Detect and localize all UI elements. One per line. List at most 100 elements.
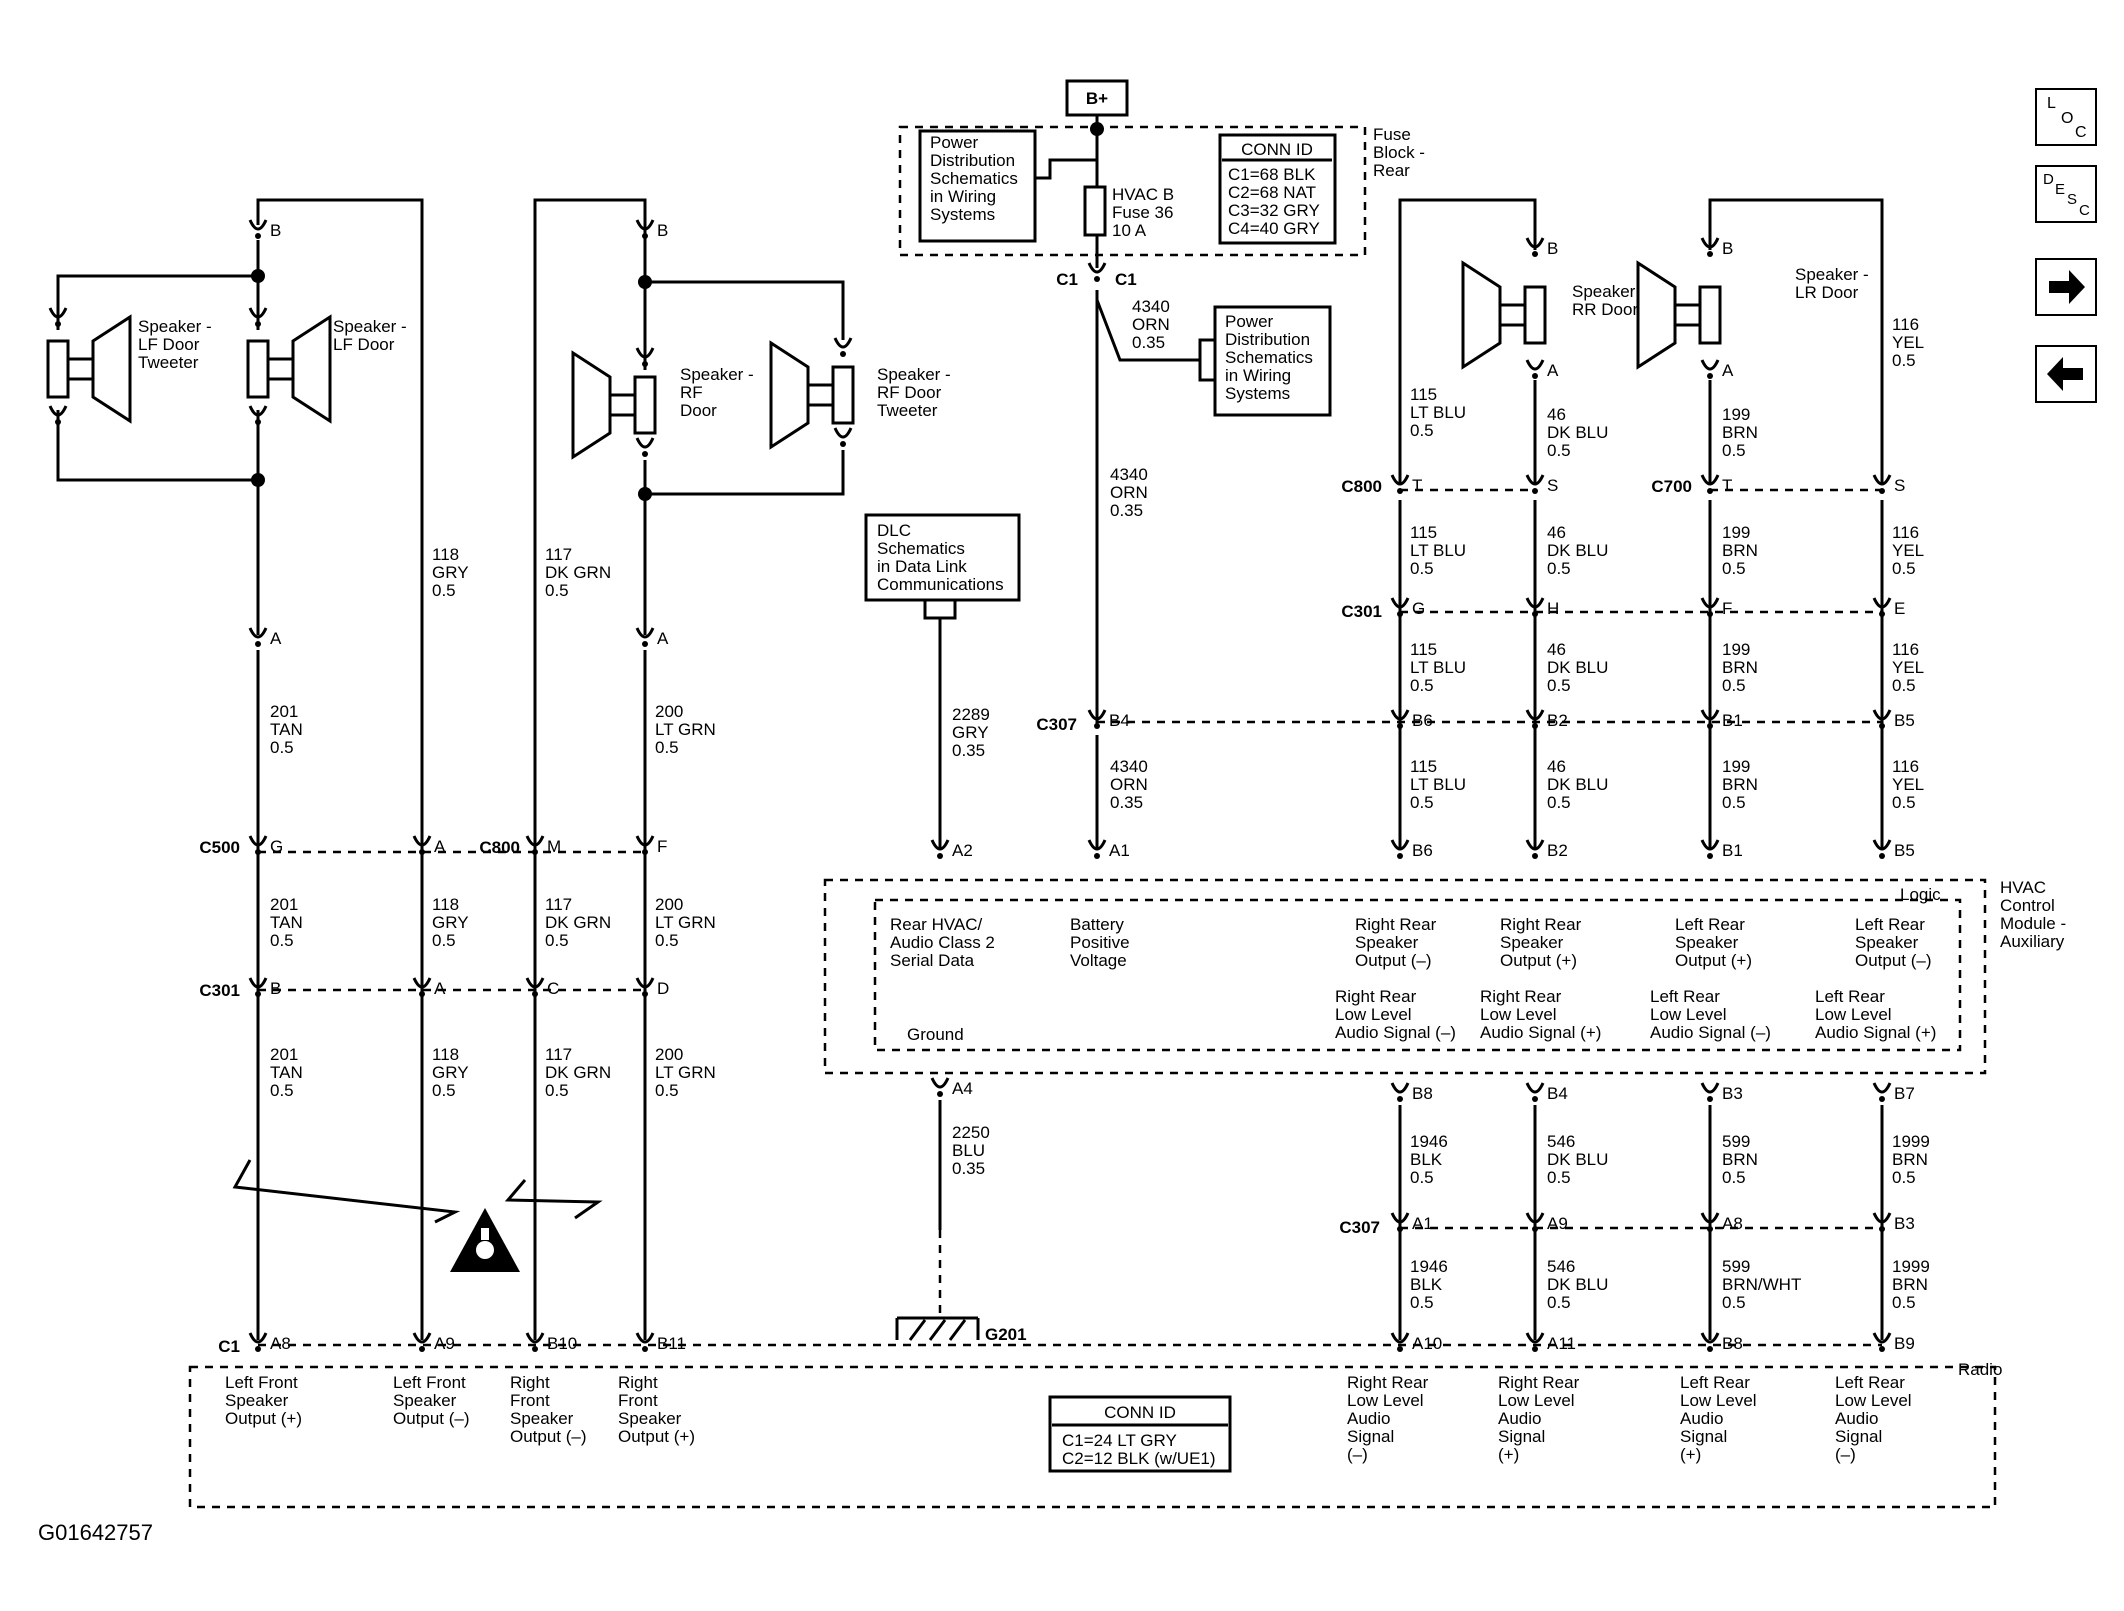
connector-terminal: [1525, 359, 1545, 371]
arrow-right-icon: [2049, 270, 2085, 304]
lf-tweeter-cone: [91, 314, 132, 424]
wire-label: 0.5: [1410, 793, 1434, 812]
wire-label: 0.5: [1722, 441, 1746, 460]
connector-pin: [1532, 1346, 1538, 1352]
speaker-label: Tweeter: [877, 401, 938, 420]
radio-pin-label: Output (+): [225, 1409, 302, 1428]
wire-label: 2250: [952, 1123, 990, 1142]
wire-label: 0.5: [1722, 676, 1746, 695]
connector-pin: [255, 641, 261, 647]
radio-pin-label: Signal: [1680, 1427, 1727, 1446]
break-mark-right: [504, 1179, 603, 1220]
connector-pin: [55, 321, 61, 327]
connector-terminal: [635, 835, 655, 847]
lf-door-speaker-magnet: [246, 339, 270, 399]
connector-pin: [1094, 276, 1100, 282]
connector-pin: [1532, 251, 1538, 257]
connector-terminal: [635, 219, 655, 231]
wire-label: DK GRN: [545, 913, 611, 932]
connector-pin: [1879, 723, 1885, 729]
pin-label: A: [270, 629, 282, 648]
pin-label: A: [1547, 361, 1559, 380]
warning-icon: [450, 1208, 520, 1272]
w115-top-wire: [1398, 198, 1537, 485]
radio-pin-label: Front: [510, 1391, 550, 1410]
wire-label: 116: [1892, 757, 1919, 776]
wire-label: 0.5: [432, 931, 456, 950]
connector-terminal: [1525, 1212, 1545, 1224]
connector-label: C1: [1056, 270, 1078, 289]
wire-label: LT GRN: [655, 1063, 716, 1082]
connector-pin: [642, 991, 648, 997]
connector-terminal: [412, 835, 432, 847]
hvac-logic-box: [873, 898, 1962, 1052]
connector-terminal: [1087, 839, 1107, 851]
wire-label: TAN: [270, 913, 303, 932]
fuse-ref-box: [918, 129, 1037, 243]
connector-terminal: [1525, 1082, 1545, 1094]
fuse-label: Fuse 36: [1112, 203, 1173, 222]
connector-terminal: [1700, 709, 1720, 721]
wire-label: 0.5: [1410, 676, 1434, 695]
hvac-output-label: Low Level: [1650, 1005, 1727, 1024]
connector-terminal: [1390, 1212, 1410, 1224]
connector-terminal: [525, 1332, 545, 1344]
wire-label: 0.5: [1892, 1168, 1916, 1187]
hvac-input-label: Output (–): [1855, 951, 1932, 970]
hvac-module-title: Control: [2000, 896, 2055, 915]
connector-terminal: [1525, 839, 1545, 851]
connector-pin: [1879, 1096, 1885, 1102]
pin-label: E: [1894, 599, 1905, 618]
radio-pin-label: Signal: [1835, 1427, 1882, 1446]
pin-label: C: [547, 979, 559, 998]
connector-terminal: [1700, 597, 1720, 609]
pin-label: B3: [1722, 1084, 1743, 1103]
connector-pin: [255, 233, 261, 239]
lr-door-speaker-coil: [1673, 303, 1702, 327]
wire-label: 0.5: [655, 931, 679, 950]
connector-terminal: [525, 977, 545, 989]
rf-tweeter-coil: [806, 383, 835, 407]
pin-label: F: [657, 837, 667, 856]
pin-label: B: [1547, 239, 1558, 258]
connector-terminal: [1700, 237, 1720, 249]
radio-pin-label: Right Rear: [1347, 1373, 1429, 1392]
desc-button[interactable]: D E S C: [2035, 165, 2097, 223]
connector-terminal: [248, 627, 268, 639]
pin-label: B8: [1412, 1084, 1433, 1103]
connector-terminal: [525, 835, 545, 847]
radio-pin-label: Signal: [1498, 1427, 1545, 1446]
wire-label: BRN: [1722, 423, 1758, 442]
radio-pin-label: Left Front: [393, 1373, 466, 1392]
wire-label: 115: [1410, 385, 1437, 404]
radio-pin-label: Speaker: [393, 1391, 457, 1410]
pin-label: A10: [1412, 1334, 1442, 1353]
wire-label: TAN: [270, 720, 303, 739]
wire-label: 115: [1410, 640, 1437, 659]
next-arrow-button[interactable]: [2035, 258, 2097, 316]
speaker-label: RF Door: [877, 383, 942, 402]
prev-arrow-button[interactable]: [2035, 345, 2097, 403]
pin-label: B2: [1547, 841, 1568, 860]
arrow-left-icon: [2047, 357, 2083, 391]
wire-label: 0.5: [1722, 1168, 1746, 1187]
connector-pin: [532, 849, 538, 855]
loc-button[interactable]: L O C: [2035, 88, 2097, 146]
connector-terminal: [833, 427, 853, 439]
hvac-input-label: Speaker: [1675, 933, 1739, 952]
hvac-input-label: Audio Class 2: [890, 933, 995, 952]
connector-pin: [1879, 1346, 1885, 1352]
wire-label: BRN: [1722, 541, 1758, 560]
wire-label: 0.35: [1110, 793, 1143, 812]
radio-pin-label: Audio: [1347, 1409, 1390, 1428]
connector-terminal: [1390, 597, 1410, 609]
radio-pin-label: Output (+): [618, 1427, 695, 1446]
radio-conn-id-box: [1048, 1395, 1232, 1473]
lf-door-speaker-coil: [266, 357, 295, 381]
connector-pin: [840, 441, 846, 447]
hvac-output-label: Audio Signal (+): [1480, 1023, 1601, 1042]
wire-label: DK BLU: [1547, 541, 1608, 560]
power-ref-text: Power: [1225, 312, 1274, 331]
pin-label: B11: [657, 1334, 686, 1353]
connector-terminal: [635, 347, 655, 359]
